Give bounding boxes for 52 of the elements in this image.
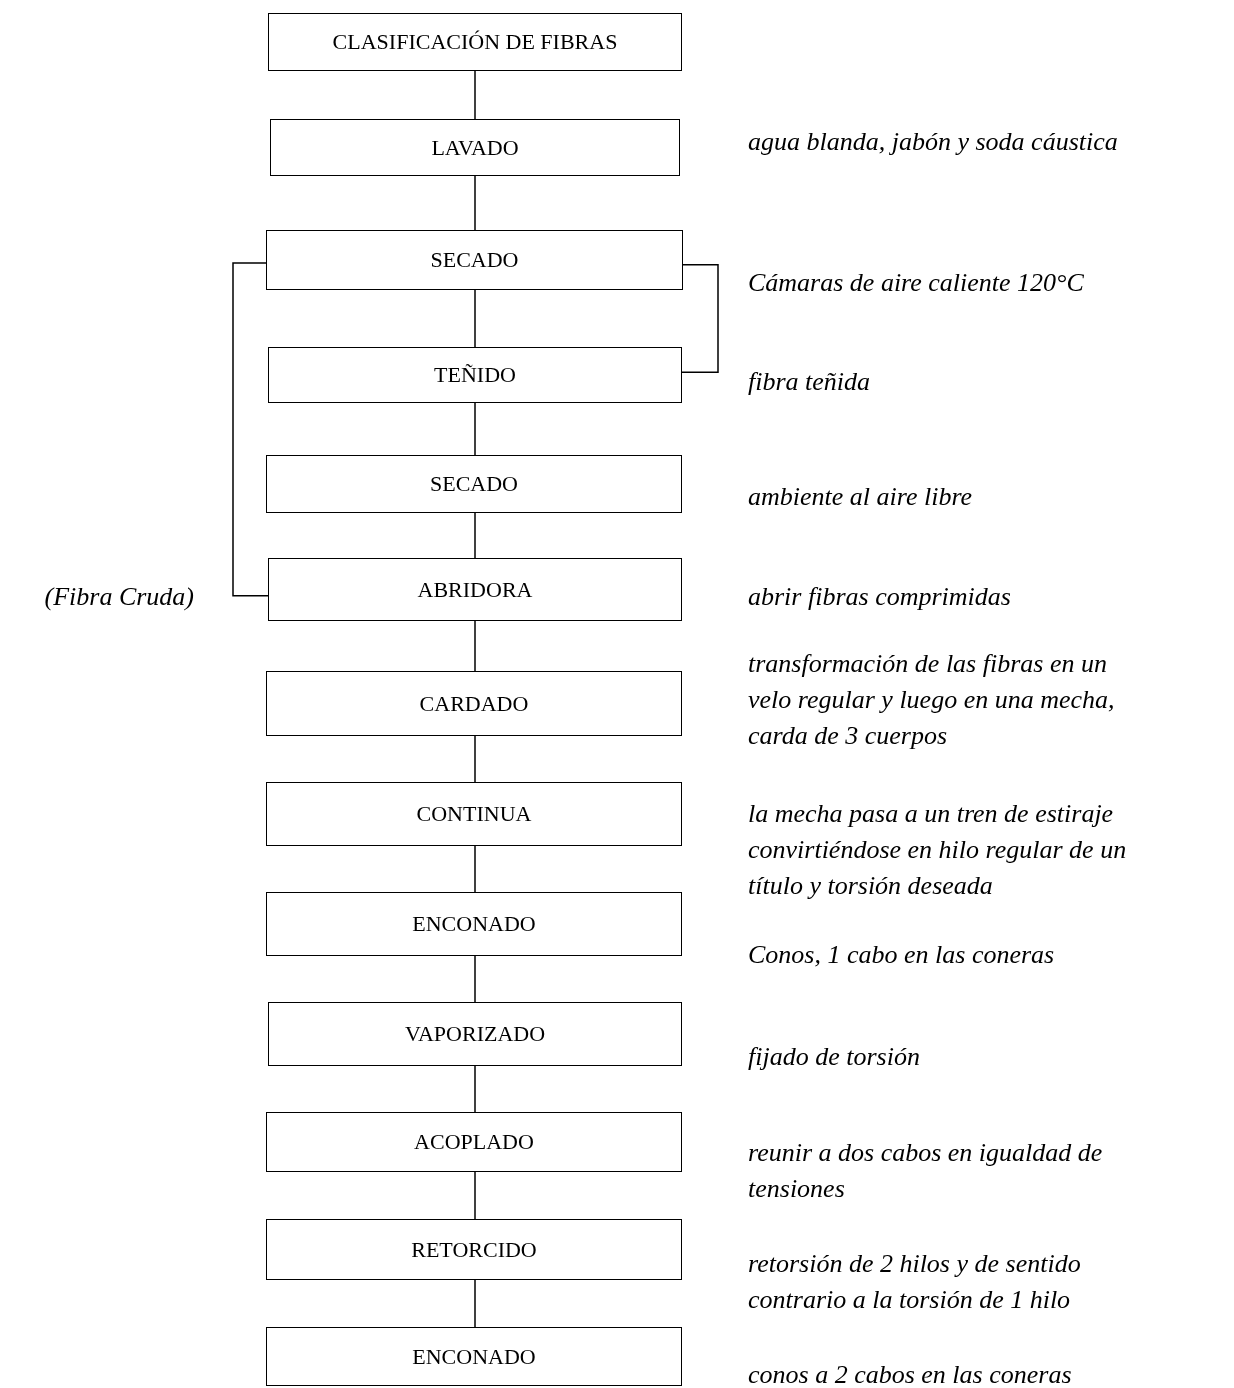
step-note: abrir fibras comprimidas: [748, 581, 1012, 613]
process-box: [266, 892, 682, 956]
process-box: [268, 13, 682, 71]
box-label: RETORCIDO: [411, 1236, 537, 1263]
connector-line: [474, 70, 476, 120]
process-box: [266, 1327, 682, 1386]
step-note: la mecha pasa a un tren de estiraje convirtiéndose en hilo regular de un título y torsión deseada: [748, 798, 1128, 902]
connector-line: [474, 735, 476, 783]
process-box: [268, 1002, 682, 1066]
connector-line: [232, 262, 269, 597]
process-box: [266, 671, 682, 736]
step-note: Conos, 1 cabo en las coneras: [748, 939, 1056, 971]
step-note: conos a 2 cabos en las coneras: [748, 1359, 1073, 1388]
connector-line: [474, 620, 476, 672]
step-note: ambiente al aire libre: [748, 481, 974, 513]
process-box: [268, 347, 682, 403]
box-label: CARDADO: [419, 690, 529, 717]
box-label: TEÑIDO: [434, 362, 516, 388]
connector-line: [474, 1065, 476, 1113]
box-label: LAVADO: [431, 134, 519, 161]
step-note: transformación de las fibras en un velo regular y luego en una mecha, carda de 3 cuerpos: [748, 648, 1116, 752]
box-label: SECADO: [430, 471, 518, 497]
box-label: ABRIDORA: [417, 576, 533, 603]
process-box: [266, 230, 683, 290]
process-box: [266, 1112, 682, 1172]
process-box: [266, 455, 682, 513]
connector-line: [681, 264, 719, 373]
box-label: SECADO: [430, 247, 519, 273]
process-box: [268, 558, 682, 621]
box-label: ENCONADO: [412, 1343, 536, 1370]
connector-line: [474, 512, 476, 559]
box-label: ENCONADO: [412, 911, 536, 937]
box-label: VAPORIZADO: [404, 1021, 546, 1047]
process-box: [266, 1219, 682, 1280]
connector-line: [474, 845, 476, 893]
box-label: CLASIFICACIÓN DE FIBRAS: [332, 29, 618, 55]
step-note: reunir a dos cabos en igualdad de tensiones: [748, 1137, 1104, 1205]
connector-line: [474, 175, 476, 231]
connector-line: [474, 402, 476, 456]
step-note: retorsión de 2 hilos y de sentido contrario a la torsión de 1 hilo: [748, 1248, 1082, 1316]
step-note: fibra teñida: [748, 366, 872, 398]
process-box: [266, 782, 682, 846]
connector-line: [474, 289, 476, 348]
process-box: [270, 119, 680, 176]
step-note: fijado de torsión: [748, 1041, 921, 1073]
connector-line: [474, 1171, 476, 1220]
step-note: agua blanda, jabón y soda cáustica: [748, 126, 1119, 158]
step-note: Cámaras de aire caliente 120°C: [748, 267, 1085, 299]
box-label: ACOPLADO: [414, 1129, 534, 1155]
connector-line: [474, 1279, 476, 1328]
box-label: CONTINUA: [416, 801, 532, 827]
connector-line: [474, 955, 476, 1003]
